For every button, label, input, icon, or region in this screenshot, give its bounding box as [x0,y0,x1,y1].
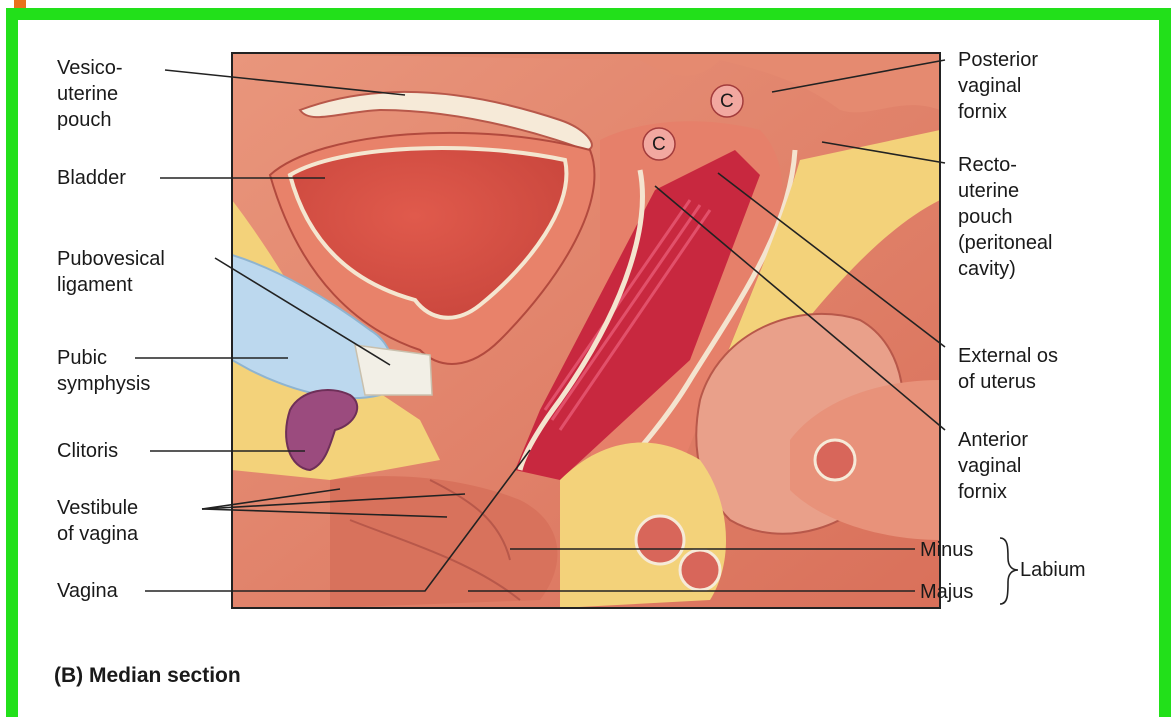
sphincter-ring [680,550,720,590]
labium-brace [1000,538,1018,604]
label-external-os-of-uterus: External os of uterus [958,343,1058,395]
label-minus: Minus [920,537,973,563]
label-pubic-symphysis: Pubic symphysis [57,345,150,397]
figure-caption: (B) Median section [54,664,241,688]
label-vesico-uterine-pouch: Vesico- uterine pouch [57,55,123,133]
label-pubovesical-ligament: Pubovesical ligament [57,246,165,298]
label-clitoris: Clitoris [57,438,118,464]
label-anterior-vaginal-fornix: Anterior vaginal fornix [958,427,1028,505]
coccyx-muscle [815,440,855,480]
label-vagina: Vagina [57,578,118,604]
label-majus: Majus [920,579,973,605]
sphincter-ring [636,516,684,564]
label-cervix-marker-2: C [652,132,666,158]
label-vestibule-of-vagina: Vestibule of vagina [57,495,138,547]
label-labium: Labium [1020,557,1086,583]
label-posterior-vaginal-fornix: Posterior vaginal fornix [958,47,1038,125]
label-bladder: Bladder [57,165,126,191]
label-recto-uterine-pouch: Recto- uterine pouch (peritoneal cavity) [958,152,1053,282]
label-cervix-marker-1: C [720,89,734,115]
